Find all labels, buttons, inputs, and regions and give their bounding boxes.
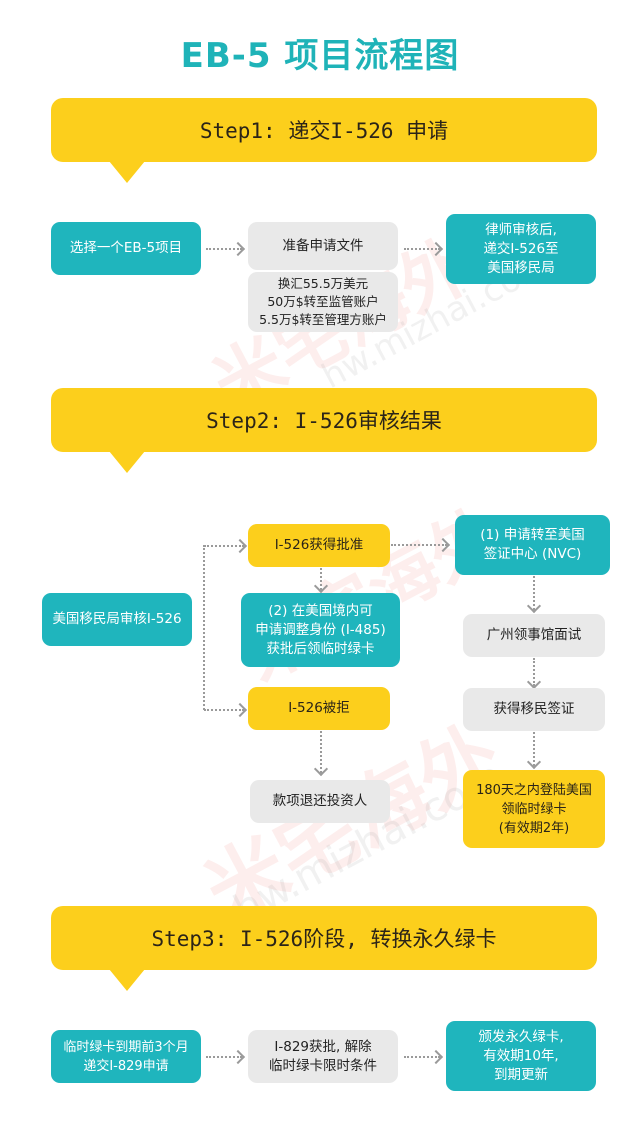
step3-banner: Step3: I-526阶段, 转换永久绿卡 <box>51 906 597 970</box>
node-submit-i526: 律师审核后, 递交I-526至 美国移民局 <box>446 214 596 284</box>
arrow-to-approved <box>204 545 244 547</box>
step3-banner-pointer <box>109 969 145 991</box>
node-nvc-transfer: (1) 申请转至美国 签证中心 (NVC) <box>455 515 610 575</box>
node-file-i829: 临时绿卡到期前3个月 递交I-829申请 <box>51 1030 201 1083</box>
arrow-visa-to-enter <box>533 732 535 766</box>
arrow-rejected-to-refund <box>320 731 322 773</box>
step1-banner: Step1: 递交I-526 申请 <box>51 98 597 162</box>
arrow-choose-to-prepare <box>206 248 242 250</box>
page-title: EB-5 项目流程图 <box>180 36 460 76</box>
node-consulate-interview: 广州领事馆面试 <box>463 614 605 657</box>
step2-banner-label: Step2: I-526审核结果 <box>206 409 442 433</box>
step2-banner-pointer <box>109 451 145 473</box>
step3-banner-label: Step3: I-526阶段, 转换永久绿卡 <box>151 927 497 951</box>
arrow-file-to-approved <box>206 1056 242 1058</box>
step2-banner: Step2: I-526审核结果 <box>51 388 597 452</box>
node-enter-us: 180天之内登陆美国 领临时绿卡 (有效期2年) <box>463 770 605 848</box>
node-i526-rejected: I-526被拒 <box>248 687 390 730</box>
node-i829-approved: I-829获批, 解除 临时绿卡限时条件 <box>248 1030 398 1083</box>
node-prepare-docs: 准备申请文件 <box>248 222 398 270</box>
node-refund-investor: 款项退还投资人 <box>250 780 390 823</box>
arrow-to-rejected <box>204 709 244 711</box>
node-permanent-card: 颁发永久绿卡, 有效期10年, 到期更新 <box>446 1021 596 1091</box>
node-adjust-status: (2) 在美国境内可 申请调整身份 (I-485) 获批后领临时绿卡 <box>241 593 400 667</box>
step1-banner-label: Step1: 递交I-526 申请 <box>199 119 449 143</box>
arrow-nvc-to-interview <box>533 576 535 610</box>
arrow-approved-to-permanent <box>404 1056 440 1058</box>
node-choose-project: 选择一个EB-5项目 <box>51 222 201 275</box>
node-immigrant-visa: 获得移民签证 <box>463 688 605 731</box>
arrow-interview-to-visa <box>533 658 535 686</box>
arrow-prepare-to-submit <box>404 248 440 250</box>
node-i526-approved: I-526获得批准 <box>248 524 390 567</box>
arrow-approved-to-nvc <box>391 544 447 546</box>
node-funds-transfer: 换汇55.5万美元 50万$转至监管账户 5.5万$转至管理方账户 <box>248 272 398 332</box>
watermark-brand: 米宅海外 <box>223 480 518 701</box>
branch-connector-line <box>203 545 205 710</box>
node-uscis-review: 美国移民局审核I-526 <box>42 593 192 646</box>
step1-banner-pointer <box>109 161 145 183</box>
arrow-approved-to-adjust <box>320 568 322 590</box>
